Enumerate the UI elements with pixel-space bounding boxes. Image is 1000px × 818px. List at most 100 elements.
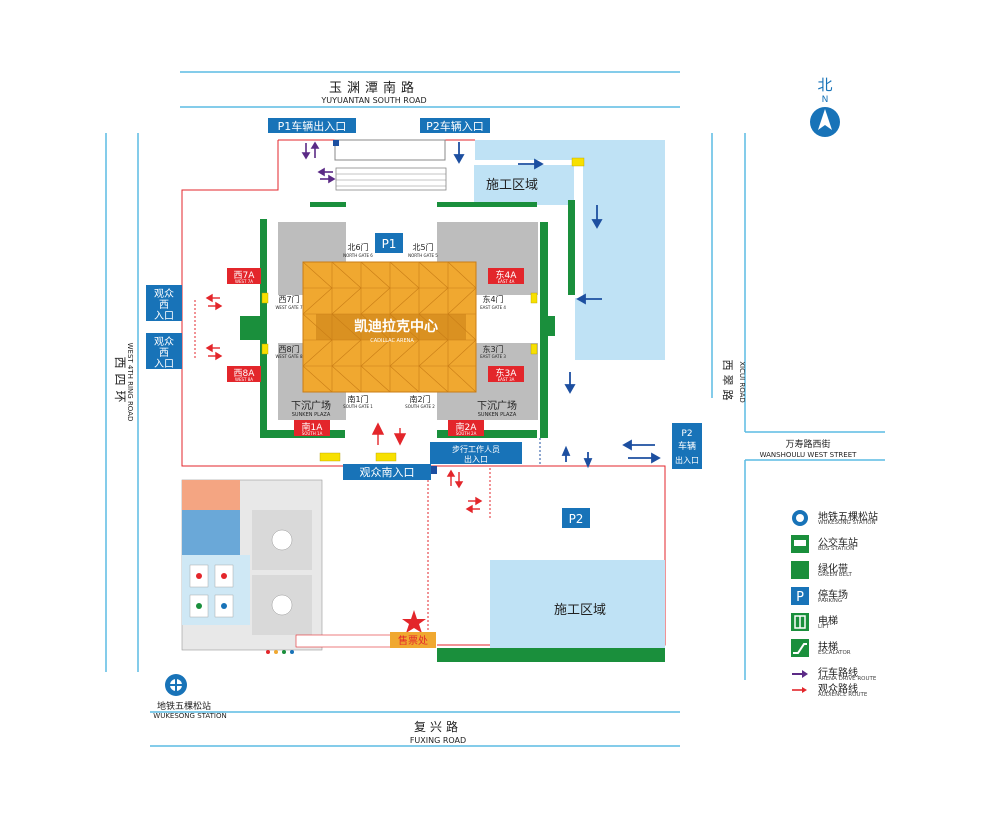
- north-building: [334, 139, 446, 161]
- legend-item-audience-route: 观众路线 AUDIENCE ROUTE: [790, 680, 990, 706]
- plaza-e3a-en: EAST 3A: [498, 377, 515, 382]
- legend-item-metro: 地铁五棵松站 WUKESONG STATION: [790, 508, 990, 534]
- greenbelt-south: [437, 648, 665, 662]
- west-entrance-2-line1: 观众: [154, 336, 174, 348]
- south-entrance-label: 观众南入口: [360, 466, 415, 479]
- escalator-icon: [791, 639, 809, 657]
- arena-white-east: [476, 295, 540, 343]
- route-dotted-lines: [194, 300, 541, 640]
- metro-station-label-en: WUKESONG STATION: [153, 712, 226, 720]
- svg-text:P: P: [796, 590, 804, 605]
- staff-entrance-line2: 出入口: [464, 454, 488, 464]
- south-entrance-marker: [431, 466, 437, 474]
- gate-s1-en: SOUTH GATE 1: [343, 404, 373, 409]
- plaza-w7a-badge: [227, 268, 261, 284]
- legend-label-en: ESCALATOR: [818, 650, 851, 656]
- gate-w7-en: WEST GATE 7: [275, 305, 303, 310]
- gate-w8-en: WEST GATE 8: [275, 354, 303, 359]
- parking-icon: P: [791, 587, 809, 605]
- plaza-e4a: 东4A: [496, 269, 518, 281]
- west-entrance-2-badge: [146, 333, 182, 369]
- sunken-plaza-west-en: SUNKEN PLAZA: [292, 412, 331, 418]
- gate-n5: 北5门: [412, 242, 433, 252]
- plaza-s2a-en: SOUTH 2A: [456, 431, 477, 436]
- west-road-name-en: WEST 4TH RING ROAD: [126, 343, 134, 422]
- p2-label: P2: [569, 512, 584, 526]
- plaza-e4a-en: EAST 4A: [498, 279, 515, 284]
- ticket-office-icon: [402, 610, 426, 633]
- east-street-name-en: WANSHOULU WEST STREET: [760, 451, 858, 459]
- southwest-complex-legend-dots: [266, 650, 294, 654]
- plaza-w8a: 西8A: [234, 368, 256, 379]
- construction-north-label: 施工区域: [486, 178, 538, 193]
- gate-e3-en: EAST GATE 3: [480, 354, 506, 359]
- west-entrance-1-line1: 观众: [154, 288, 174, 300]
- parking-rack-lines: [336, 173, 446, 187]
- west-entrance-2-line3: 入口: [154, 359, 174, 370]
- legend-label: 扶梯: [818, 642, 838, 653]
- legend-label-en: PARKING: [818, 598, 843, 604]
- plaza-w8a-badge: [227, 366, 261, 382]
- plaza-e4a-badge: [488, 268, 524, 284]
- plaza-w8a-en: WEST 8A: [235, 377, 253, 382]
- greenbelt-icon: [791, 561, 809, 579]
- p2-east-exit-line1: P2: [681, 429, 692, 439]
- gate-s1: 南1门: [347, 394, 368, 404]
- plaza-s2a-badge: [448, 420, 484, 436]
- arena-name-en: CADILLAC ARENA: [370, 338, 414, 344]
- legend-item-greenbelt: 绿化带 GREEN BELT: [790, 560, 990, 586]
- vehicle-route-arrows: [453, 142, 661, 469]
- north-label-en: N: [822, 95, 829, 105]
- gate-e3: 东3门: [482, 344, 503, 354]
- plaza-s1a-en: SOUTH 1A: [302, 431, 323, 436]
- west-entrance-2-line2: 西: [159, 348, 169, 359]
- plaza-w7a: 西7A: [234, 270, 256, 281]
- gate-n5-en: NORTH GATE 5: [408, 253, 438, 258]
- p1-badge: [375, 233, 403, 253]
- legend-label-en: WUKESONG STATION: [818, 520, 876, 526]
- legend-item-escalator: 扶梯 ESCALATOR: [790, 638, 990, 664]
- gate-e4-en: EAST GATE 4: [480, 305, 506, 310]
- north-parking-racks: [335, 167, 447, 191]
- construction-zone-north-label-box: [474, 165, 574, 205]
- p2-east-exit-badge: [672, 423, 702, 469]
- arena-white-west: [267, 295, 303, 343]
- plaza-e3a: 东3A: [496, 367, 518, 379]
- south-road-name-en: FUXING ROAD: [410, 736, 466, 745]
- p2-badge: [562, 508, 590, 528]
- gate-s2: 南2门: [409, 394, 430, 404]
- legend-label: 绿化带: [818, 564, 848, 575]
- ticket-office-badge: [390, 632, 436, 648]
- p2-east-exit-line3: 出入口: [675, 455, 699, 465]
- p1-gate-marker: [333, 140, 339, 146]
- arena-grey-corridor-top2: [437, 222, 538, 230]
- ticket-office-label: 售票处: [398, 634, 428, 647]
- legend-label: 行车路线: [818, 668, 858, 679]
- drive-route-icon: [792, 670, 808, 678]
- legend-label-en: GREEN BELT: [818, 572, 852, 578]
- plaza-w7a-en: WEST 7A: [235, 279, 253, 284]
- legend-label: 电梯: [818, 616, 838, 627]
- gate-s2-en: SOUTH GATE 2: [405, 404, 435, 409]
- metro-icon: [165, 674, 187, 696]
- south-entrance-badge: [343, 464, 431, 480]
- drive-route-arrows: [301, 141, 336, 184]
- bus-icon: [791, 535, 809, 553]
- metro-legend-icon: [792, 510, 808, 526]
- legend-item-bus: 公交车站 BUS STATION: [790, 534, 990, 560]
- legend-item-parking: P 停车场 PARKING: [790, 586, 990, 612]
- legend-item-drive-route: 行车路线 ARENA DRIVE ROUTE: [790, 664, 990, 690]
- arena-name-plate: [316, 314, 466, 340]
- construction-zone-south: [490, 560, 665, 648]
- sunken-plaza-labels: 下沉广场 SUNKEN PLAZA 下沉广场 SUNKEN PLAZA: [291, 399, 517, 418]
- p2-entrance-label: P2车辆入口: [426, 119, 484, 133]
- metro-station-label: 地铁五棵松站: [157, 700, 211, 712]
- construction-zone-north: [475, 140, 665, 360]
- plaza-badges: [227, 268, 524, 436]
- legend-label: 观众路线: [818, 684, 858, 695]
- legend-label: 地铁五棵松站: [818, 512, 878, 523]
- gate-labels: 北6门 NORTH GATE 6 北5门 NORTH GATE 5 西7门 WE…: [275, 242, 506, 409]
- arena-grey-corridor-top: [278, 222, 348, 230]
- gate-n6-en: NORTH GATE 6: [343, 253, 373, 258]
